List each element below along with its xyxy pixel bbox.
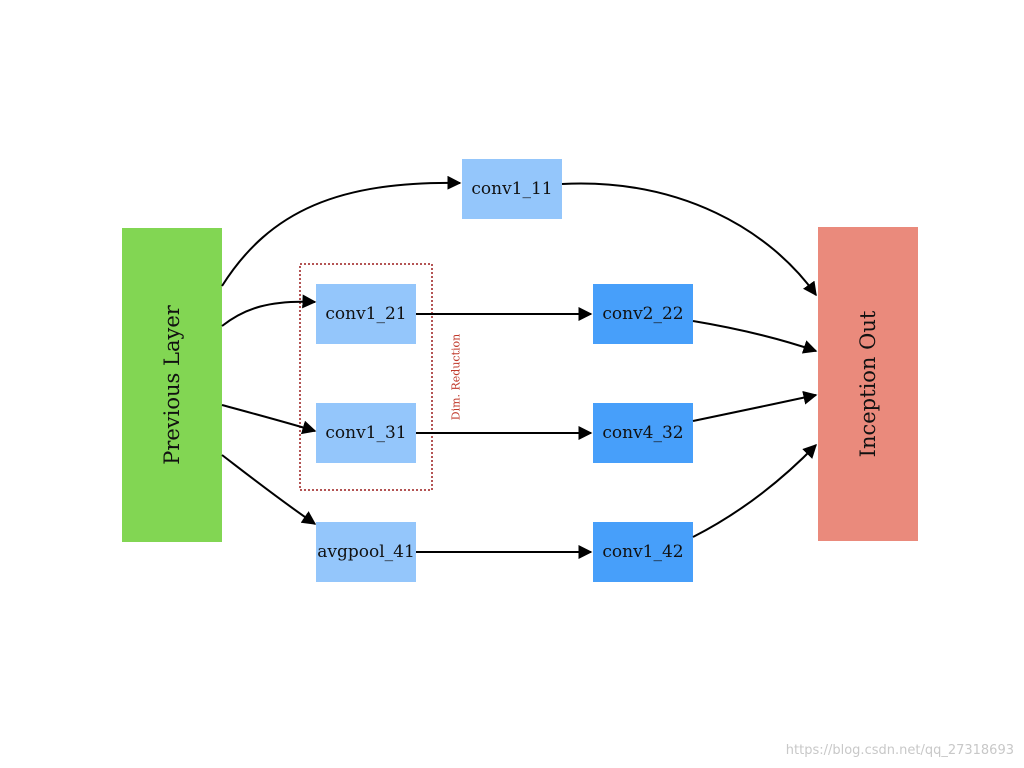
edge-conv4-32-to-inception-out <box>692 390 818 422</box>
node-conv1-11: conv1_11 <box>462 159 562 219</box>
inception-out-label: Inception Out <box>856 310 880 457</box>
node-conv1-42-label: conv1_42 <box>602 542 683 562</box>
node-conv2-22-label: conv2_22 <box>602 304 683 324</box>
dim-reduction-group: Dim. Reduction <box>299 263 463 491</box>
node-conv1-21-label: conv1_21 <box>325 304 406 324</box>
edge-previous-to-avgpool-41 <box>221 454 317 525</box>
previous-layer-block: Previous Layer <box>122 228 222 542</box>
node-avgpool-41-label: avgpool_41 <box>317 542 415 562</box>
node-conv1-21: conv1_21 <box>316 284 416 344</box>
node-conv1-42: conv1_42 <box>593 522 693 582</box>
edge-previous-to-conv1-21 <box>221 294 317 327</box>
edge-conv1-11-to-inception-out <box>561 182 817 297</box>
node-conv1-31: conv1_31 <box>316 403 416 463</box>
edge-conv1-42-to-inception-out <box>692 443 817 538</box>
edge-previous-to-conv1-31 <box>221 404 317 435</box>
edge-conv2-22-to-inception-out <box>692 320 818 354</box>
node-conv1-11-label: conv1_11 <box>471 179 552 199</box>
dim-reduction-label: Dim. Reduction <box>450 334 463 421</box>
inception-out-block: Inception Out <box>818 227 918 541</box>
previous-layer-label: Previous Layer <box>160 304 184 465</box>
node-conv2-22: conv2_22 <box>593 284 693 344</box>
node-conv4-32: conv4_32 <box>593 403 693 463</box>
node-conv1-31-label: conv1_31 <box>325 423 406 443</box>
edge-previous-to-conv1-11 <box>221 175 462 287</box>
dim-reduction-box <box>299 263 433 491</box>
node-avgpool-41: avgpool_41 <box>316 522 416 582</box>
node-conv4-32-label: conv4_32 <box>602 423 683 443</box>
watermark-url: https://blog.csdn.net/qq_27318693 <box>785 743 1014 758</box>
